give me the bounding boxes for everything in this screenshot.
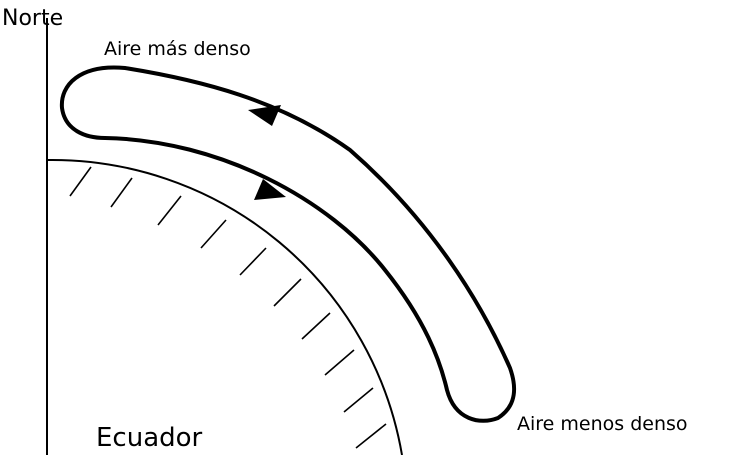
equator-label: Ecuador xyxy=(96,423,203,453)
earth-surface-arc xyxy=(46,158,403,455)
circulation-loop xyxy=(59,65,517,423)
ground-hatching xyxy=(69,166,387,449)
flow-arrow-north xyxy=(248,105,281,126)
less-dense-air-label: Aire menos denso xyxy=(517,413,688,435)
north-label: Norte xyxy=(2,6,63,31)
denser-air-label: Aire más denso xyxy=(104,38,251,60)
flow-arrow-south xyxy=(254,179,286,200)
